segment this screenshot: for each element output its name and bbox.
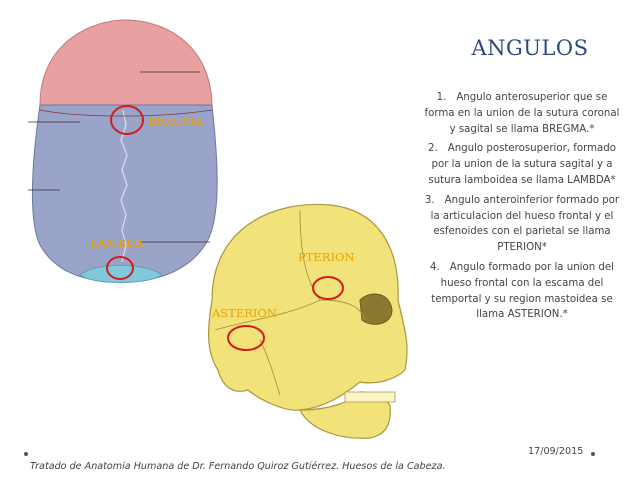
skull-lateral-view — [207, 203, 408, 439]
list-item: 2.Angulo posterosuperior, formado por la… — [428, 143, 616, 186]
angle-list: 1.Angulo anterosuperior que se forma en … — [422, 90, 622, 327]
orbit — [359, 293, 393, 325]
list-item: 4.Angulo formado por la union del hueso … — [430, 261, 614, 321]
parietal-bone — [31, 104, 218, 283]
pterion-circle — [312, 276, 344, 300]
slide-date: 17/09/2015 — [528, 446, 584, 457]
skull-top-view — [28, 19, 218, 283]
suture-lines — [214, 209, 366, 396]
pterion-label: PTERION — [298, 250, 355, 264]
footer-dot-right — [591, 452, 595, 456]
teeth — [344, 391, 396, 403]
lambda-circle — [106, 256, 134, 280]
asterion-label: ASTERION — [212, 306, 277, 320]
list-item: 1.Angulo anterosuperior que se forma en … — [424, 92, 620, 135]
page-title: ANGULOS — [471, 36, 589, 60]
list-item: 3.Angulo anteroinferior formado por la a… — [424, 194, 620, 254]
lambda-label: LAMBDA — [90, 236, 144, 250]
footer-citation: Tratado de Anatomía Humana de Dr. Fernan… — [30, 461, 446, 472]
cranium — [207, 203, 408, 411]
asterion-circle — [227, 325, 265, 351]
sagittal-suture — [120, 109, 128, 263]
occipital-bone — [79, 264, 163, 283]
bregma-label: BREGMA — [148, 114, 203, 128]
frontal-bone — [39, 19, 213, 106]
footer-dot-left — [24, 452, 28, 456]
bregma-circle — [110, 105, 144, 135]
coronal-suture — [39, 109, 213, 117]
